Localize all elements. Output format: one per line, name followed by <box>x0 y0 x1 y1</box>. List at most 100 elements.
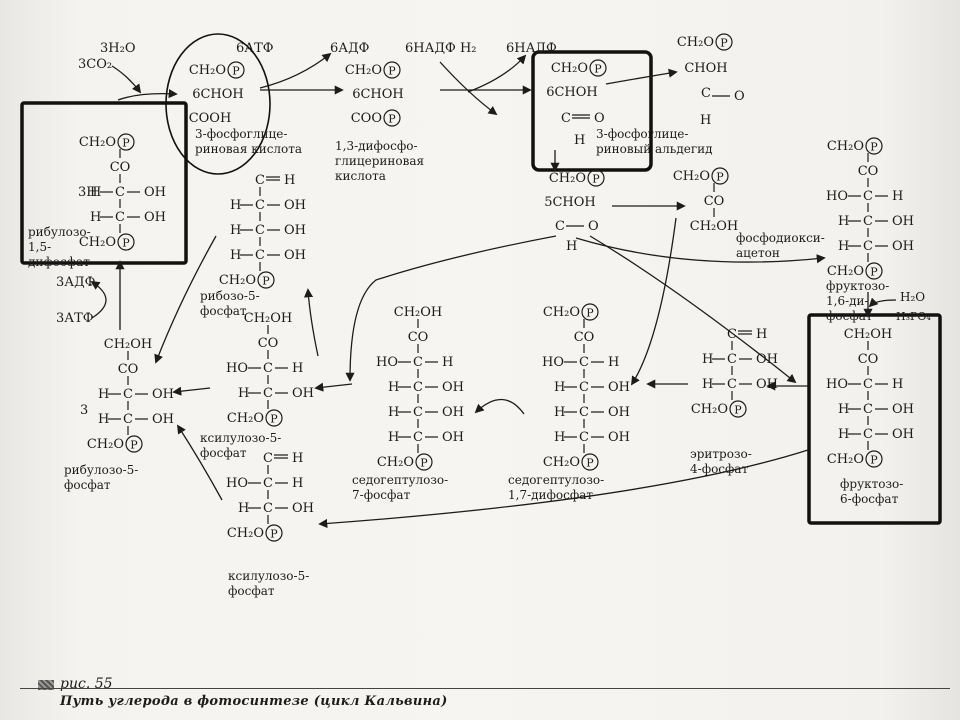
r5p-r4-phosphate-circle <box>257 271 275 289</box>
arrow-s7p-to-xu5p <box>314 382 353 392</box>
arrow-co2-in <box>111 65 142 94</box>
rubp-name-1: 1,5- <box>28 240 51 254</box>
fbp-r5-phosphate-p: P <box>870 266 878 279</box>
sbp-co: CO <box>574 330 595 345</box>
s7p-r6-phosphate-p: P <box>420 457 428 470</box>
arrow-nadph-curve <box>439 61 498 116</box>
e4p-h: H <box>702 377 713 392</box>
bpg-chon: 6CHOH <box>352 87 404 102</box>
g3p-c: C <box>561 111 571 126</box>
r5p-oh: OH <box>284 248 306 263</box>
ru5p-name-1: фосфат <box>64 478 111 492</box>
e4p-c: C <box>727 377 737 392</box>
xu5pa-h: H <box>292 361 303 376</box>
rubp-oh: OH <box>144 210 166 225</box>
f6p-r5-phosphate-circle <box>865 450 883 468</box>
s7p-co: CO <box>408 330 429 345</box>
sbp-ch2o: CH₂O <box>543 455 580 470</box>
r5p-h: H <box>230 248 241 263</box>
g3p-h: H <box>574 133 585 148</box>
s7p-h: H <box>442 355 453 370</box>
dhap-r0-phosphate-circle <box>711 167 729 185</box>
sbp-h: H <box>554 430 565 445</box>
arrow-g3p-right <box>605 68 678 85</box>
g3pm-ch2o: CH₂O <box>549 171 586 186</box>
ru5p-oh: OH <box>152 412 174 427</box>
rubp-co: CO <box>110 160 131 175</box>
f6p-h: H <box>892 377 903 392</box>
ru5p-h: H <box>98 412 109 427</box>
xu5pb-name-0: ксилулозо-5- <box>228 569 309 583</box>
r5p-name-0: рибозо-5- <box>200 289 260 303</box>
xu5pb-h: H <box>238 501 249 516</box>
rubp-c: C <box>115 210 125 225</box>
s7p-c: C <box>413 430 423 445</box>
s7p-ch2oh: CH₂OH <box>394 305 443 320</box>
s7p-h: H <box>388 380 399 395</box>
ru5p-coef: 3 <box>80 403 88 418</box>
xu5pa-name-1: фосфат <box>200 446 247 460</box>
s7p-h: H <box>388 405 399 420</box>
arrow-rubp-to-pga <box>117 89 178 101</box>
r5p-name-1: фосфат <box>200 304 247 318</box>
fbp-name-0: фруктозо- <box>826 279 889 293</box>
rubp-r4-phosphate-p: P <box>122 237 130 250</box>
rubp-ch2o: CH₂O <box>79 135 116 150</box>
s7p-r6-phosphate-circle <box>415 453 433 471</box>
arrow-xu5p-to-ru5p <box>172 386 211 396</box>
s7p-oh: OH <box>442 380 464 395</box>
rubp-oh: OH <box>144 185 166 200</box>
fbp-ch2o: CH₂O <box>827 139 864 154</box>
g3p2-raw: C <box>701 86 711 101</box>
label-h3po4: H₃PO₄ <box>896 310 931 323</box>
dhap-name-0: фосфодиокси- <box>736 231 825 245</box>
f6p-r5-phosphate-p: P <box>870 454 878 467</box>
pga-name-1: риновая кислота <box>195 142 302 156</box>
bpg-name-1: глицериновая <box>335 154 424 168</box>
rubp-c: C <box>115 185 125 200</box>
g3p2-h: H <box>700 113 711 128</box>
sbp-r6-phosphate-circle <box>581 453 599 471</box>
g3p-phosphate-p: P <box>594 63 602 76</box>
pga-phosphate-circle <box>227 61 245 79</box>
pga-phosphate-p: P <box>232 65 240 78</box>
highlight-box-f6p <box>807 313 942 525</box>
bpg-name-0: 1,3-дифосфо- <box>335 139 418 153</box>
r5p-oh: OH <box>284 198 306 213</box>
sbp-r0-phosphate-circle <box>581 303 599 321</box>
xu5pb-oh: OH <box>292 501 314 516</box>
r5p-h: H <box>230 198 241 213</box>
xu5pa-r4-phosphate-p: P <box>270 413 278 426</box>
rubp-name-0: рибулозо- <box>28 225 91 239</box>
arrow-xu5p-b-to-ru5p <box>177 424 223 501</box>
bpg-name-2: кислота <box>335 169 386 183</box>
r5p-c: C <box>255 248 265 263</box>
sbp-name-1: 1,7-дифосфат <box>508 488 593 502</box>
fbp-ho: HO <box>826 189 848 204</box>
ru5p-r4-phosphate-circle <box>125 435 143 453</box>
g3p-name-0: 3-фосфоглице- <box>596 127 688 141</box>
fbp-r0-phosphate-p: P <box>870 141 878 154</box>
g3p-phosphate-circle <box>589 59 607 77</box>
rubp-name-2: дифосфат <box>28 255 90 269</box>
r5p-c: C <box>255 223 265 238</box>
sbp-c: C <box>579 430 589 445</box>
sbp-r0-phosphate-p: P <box>586 307 594 320</box>
f6p-name-1: 6-фосфат <box>840 492 899 506</box>
xu5pb-r3-phosphate-circle <box>265 524 283 542</box>
s7p-c: C <box>413 405 423 420</box>
f6p-c: C <box>863 377 873 392</box>
s7p-c: C <box>413 380 423 395</box>
arrow-f6p-to-xu5p-b <box>318 449 809 529</box>
arrow-atp-curve <box>259 52 332 89</box>
arrow-sbp-to-s7p-curve <box>474 398 525 415</box>
f6p-co: CO <box>858 352 879 367</box>
rubp-r0-phosphate-p: P <box>122 137 130 150</box>
arrow-r5p-to-ru5p <box>154 235 217 364</box>
fbp-h: H <box>838 214 849 229</box>
g3pm-chon: 5CHOH <box>544 195 596 210</box>
e4p-oh: OH <box>756 377 778 392</box>
fbp-oh: OH <box>892 214 914 229</box>
arrow-nadp-curve <box>467 54 527 93</box>
